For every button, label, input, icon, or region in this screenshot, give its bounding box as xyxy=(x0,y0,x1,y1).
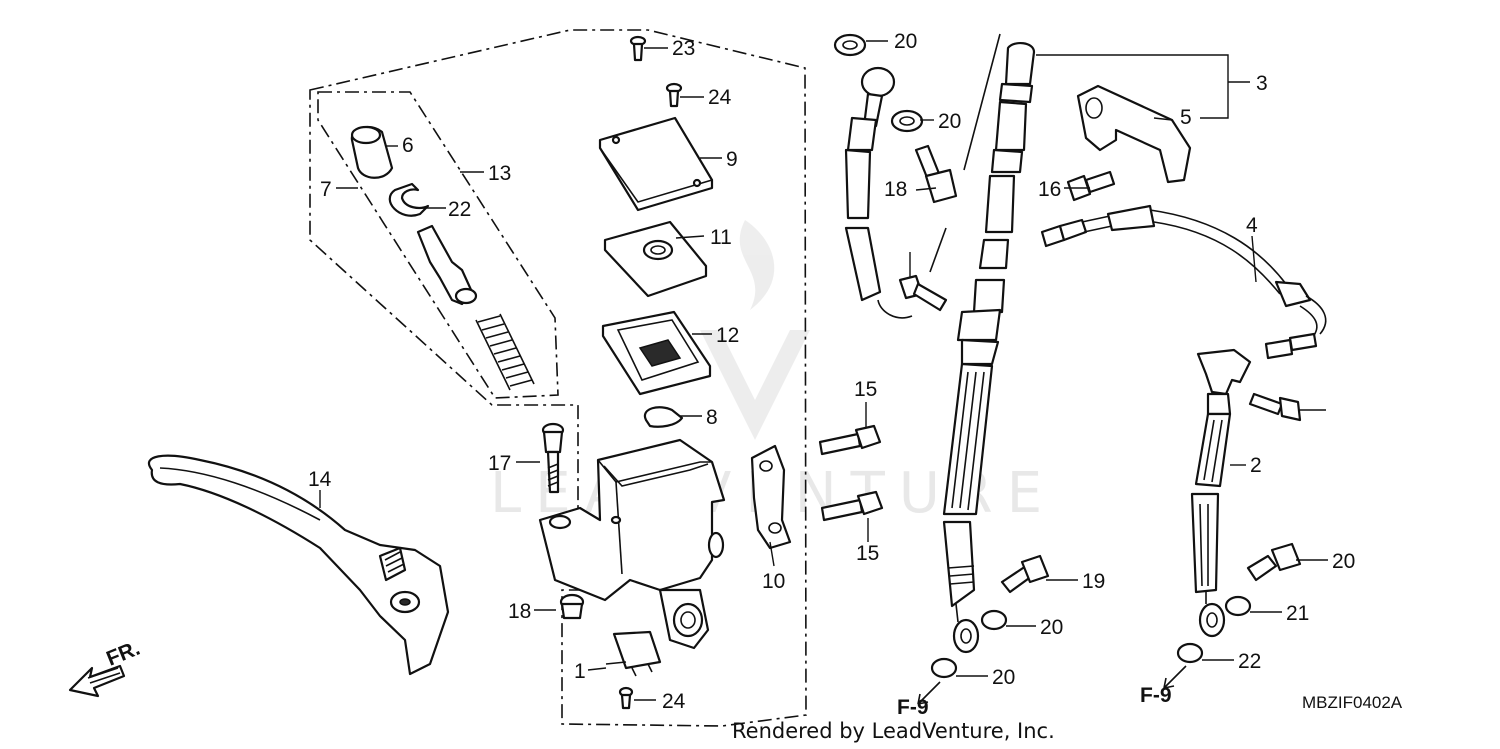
callout-leaders xyxy=(319,40,1328,701)
handlebar-clamp-part-10 xyxy=(750,444,792,550)
callout-3: 3 xyxy=(1256,72,1268,95)
callout-19: 18 xyxy=(508,600,531,623)
render-credit: Rendered by LeadVenture, Inc. xyxy=(732,719,1055,743)
diaphragm-part-12 xyxy=(601,310,712,396)
screw-part-22-lower xyxy=(665,82,683,108)
callout-13: 13 xyxy=(488,162,511,185)
callout-10: 10 xyxy=(762,570,785,593)
callout-20-top: 20 xyxy=(894,30,917,53)
switch-screw-part-23 xyxy=(618,686,634,710)
hose-guide-bolt-part-24-right xyxy=(1248,392,1302,422)
circlip-part-21 xyxy=(388,182,430,217)
callout-12: 12 xyxy=(716,324,739,347)
callout-8: 8 xyxy=(706,406,718,429)
sealing-washer-part-20-right-bottom xyxy=(1176,642,1204,664)
hose-bracket-part-5 xyxy=(1076,84,1192,184)
master-cylinder-body xyxy=(538,438,726,650)
callout-14: 14 xyxy=(308,468,332,491)
callout-20-right-bottom: 22 xyxy=(1238,650,1261,673)
clamp-bolt-part-15-lower xyxy=(820,490,884,522)
piston-cup-part-6 xyxy=(350,125,394,179)
piston-part-7 xyxy=(416,224,478,306)
reference-f9-right: F-9 xyxy=(1140,684,1172,707)
clamp-bolt-part-15-upper xyxy=(818,424,882,456)
sealing-washer-part-20-bottom xyxy=(930,657,958,679)
brake-switch-part-1 xyxy=(605,630,662,677)
callout-20-bottom: 20 xyxy=(992,666,1015,689)
master-cylinder-assembly-outline xyxy=(309,29,807,727)
callout-22-lower: 24 xyxy=(708,86,732,109)
callout-17: 17 xyxy=(488,452,511,475)
callout-18-middle: 19 xyxy=(1082,570,1105,593)
cap-plate-part-11 xyxy=(603,220,708,298)
pivot-bolt-part-17 xyxy=(541,422,565,494)
diagram-code: MBZIF0402A xyxy=(1302,693,1403,712)
piston-spring xyxy=(475,313,535,391)
callout-18-upper: 18 xyxy=(884,178,907,201)
callout-2: 2 xyxy=(1250,454,1262,477)
callout-15-upper: 15 xyxy=(854,378,877,401)
callout-11: 11 xyxy=(710,226,732,249)
float-part-8 xyxy=(643,406,684,428)
callout-18-right: 20 xyxy=(1332,550,1355,573)
callout-5: 5 xyxy=(1180,106,1192,129)
brake-lever-part-14 xyxy=(148,454,450,676)
callout-16: 16 xyxy=(1038,178,1061,201)
f9-right-arrow xyxy=(1163,665,1187,689)
callout-1: 1 xyxy=(574,660,586,683)
callout-4: 4 xyxy=(1246,214,1258,237)
front-direction-label: FR. xyxy=(103,637,143,671)
upper-brake-hose-left xyxy=(833,33,924,319)
callout-22-upper: 23 xyxy=(672,37,695,60)
bracket-bolt-part-16 xyxy=(1066,170,1116,202)
sealing-washer-part-20-right-mid xyxy=(1224,595,1252,617)
callout-20-mid: 20 xyxy=(1040,616,1063,639)
reservoir-cap-part-9 xyxy=(598,116,714,212)
screw-part-22-upper xyxy=(629,35,647,62)
banjo-bolt-part-18-upper xyxy=(914,144,958,204)
callout-21: 22 xyxy=(448,198,471,221)
piston-set-outline xyxy=(317,91,559,399)
f9-left-arrow xyxy=(917,681,941,705)
front-direction-arrow: FR. xyxy=(68,637,143,698)
callout-9: 9 xyxy=(726,148,738,171)
pivot-nut-part-19 xyxy=(559,593,585,620)
callout-7: 7 xyxy=(320,178,332,201)
banjo-bolt-part-18-middle xyxy=(1000,554,1050,594)
callout-15-lower: 15 xyxy=(856,542,879,565)
hose-guide-bolt-part-24-upper xyxy=(898,274,948,312)
lower-brake-hose-part-2 xyxy=(1190,348,1252,638)
reference-f9-left: F-9 xyxy=(897,696,929,719)
sealing-washer-part-20-mid xyxy=(980,609,1008,631)
callout-labels: 23 24 9 11 12 8 6 22 13 7 14 17 18 1 24 … xyxy=(308,30,1355,713)
callout-23: 24 xyxy=(662,690,686,713)
banjo-bolt-part-18-right xyxy=(1246,542,1302,582)
hose-pointer-line xyxy=(963,33,1001,171)
callout-6: 6 xyxy=(402,134,414,157)
callout-20-right-mid: 21 xyxy=(1286,602,1309,625)
main-brake-hose xyxy=(942,42,1036,654)
callout-20-upper: 20 xyxy=(938,110,961,133)
brake-pipe-part-4 xyxy=(1040,204,1327,360)
